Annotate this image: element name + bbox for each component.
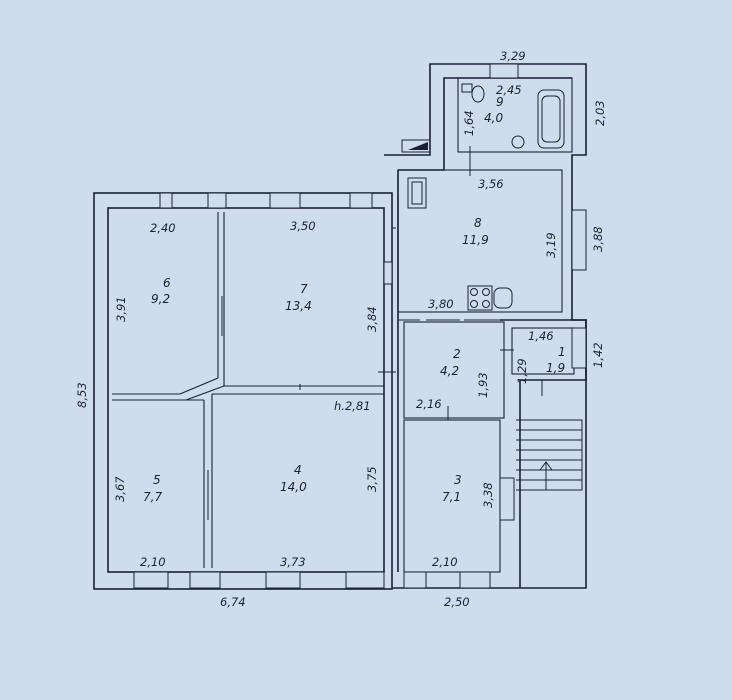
dim-2-10-right: 2,10 <box>432 555 458 569</box>
dim-2-10-left: 2,10 <box>140 555 166 569</box>
partition-diagonal <box>179 377 225 401</box>
room-9-area: 4,0 <box>484 111 503 125</box>
fixtures <box>207 83 583 520</box>
window <box>571 209 587 271</box>
room-1-area: 1,9 <box>546 361 565 375</box>
window <box>383 261 393 285</box>
door-marks <box>207 146 543 520</box>
inner-wall-main <box>107 207 385 573</box>
dim-2-50: 2,50 <box>444 595 470 609</box>
bathtub-inner <box>541 95 561 143</box>
room-3-area: 7,1 <box>442 490 461 504</box>
window <box>571 327 587 369</box>
dim-2-45: 2,45 <box>496 83 522 97</box>
dim-6-74: 6,74 <box>220 595 246 609</box>
bathtub <box>537 89 565 149</box>
dim-2-16: 2,16 <box>416 397 442 411</box>
dim-3-67: 3,67 <box>113 476 127 502</box>
window <box>349 192 373 209</box>
toilet-bowl <box>471 85 485 103</box>
room-3-number: 3 <box>454 473 462 487</box>
dim-2-03: 2,03 <box>593 100 607 126</box>
room-5-number: 5 <box>153 473 161 487</box>
room-8-area: 11,9 <box>462 233 489 247</box>
window <box>207 192 227 209</box>
room-8-number: 8 <box>474 216 482 230</box>
room-7-area: 13,4 <box>285 299 312 313</box>
dim-3-91: 3,91 <box>114 296 128 322</box>
room-2-walls <box>403 321 505 419</box>
dim-3-84: 3,84 <box>365 306 379 332</box>
dim-3-56: 3,56 <box>478 177 504 191</box>
room-6-area: 9,2 <box>151 292 170 306</box>
room-4-number: 4 <box>294 463 302 477</box>
room-labels: 6 9,2 7 13,4 5 7,7 4 14,0 3 7,1 2 4,2 1 … <box>143 95 566 504</box>
window <box>489 63 519 79</box>
burner <box>482 300 490 308</box>
dim-3-29: 3,29 <box>500 49 526 63</box>
room-5-area: 7,7 <box>143 490 162 504</box>
porch-wall <box>500 319 587 588</box>
window <box>265 571 301 589</box>
room-9-number: 9 <box>496 95 504 109</box>
dim-3-19: 3,19 <box>544 232 558 258</box>
window <box>459 571 491 589</box>
bathroom-sink <box>511 135 525 149</box>
window <box>189 571 221 589</box>
dim-1-29: 1,29 <box>515 358 529 384</box>
ceiling-height: h.2,81 <box>334 399 371 413</box>
dim-1-93: 1,93 <box>476 372 490 398</box>
room-2-area: 4,2 <box>440 364 459 378</box>
window <box>345 571 385 589</box>
window <box>133 571 169 589</box>
dim-3-80: 3,80 <box>428 297 454 311</box>
dim-3-50: 3,50 <box>290 219 316 233</box>
dim-3-73: 3,73 <box>280 555 306 569</box>
dim-3-75: 3,75 <box>365 466 379 492</box>
dim-8-53: 8,53 <box>75 382 89 408</box>
kitchen-sink <box>493 287 513 309</box>
room-8-walls <box>397 169 563 313</box>
dim-2-40: 2,40 <box>150 221 176 235</box>
chimney-mark <box>408 142 428 150</box>
burner <box>470 288 478 296</box>
window <box>499 477 515 521</box>
dim-3-38: 3,38 <box>481 482 495 508</box>
dim-1-42: 1,42 <box>591 342 605 368</box>
entrance-steps <box>516 419 583 491</box>
dim-1-46: 1,46 <box>528 329 554 343</box>
burner <box>470 300 478 308</box>
room-2-number: 2 <box>453 347 461 361</box>
dim-3-88: 3,88 <box>591 226 605 252</box>
cooktop <box>467 285 493 311</box>
entry-arrow <box>539 461 553 490</box>
room-7-number: 7 <box>300 282 308 296</box>
outer-wall-right <box>384 63 587 589</box>
room-1-number: 1 <box>558 345 566 359</box>
room-4-area: 14,0 <box>280 480 307 494</box>
stove-unit-inner <box>411 181 423 205</box>
burner <box>482 288 490 296</box>
windows <box>133 63 587 589</box>
window <box>403 571 427 589</box>
window <box>159 192 173 209</box>
dim-1-64: 1,64 <box>462 110 476 136</box>
toilet-tank <box>461 83 473 93</box>
dimension-labels: 3,29 2,45 2,03 1,64 3,56 3,88 3,19 2,40 … <box>75 49 607 609</box>
chimney <box>401 139 431 153</box>
window <box>269 192 301 209</box>
outer-wall-main <box>93 192 393 590</box>
room-6-number: 6 <box>163 276 171 290</box>
stove-unit <box>407 177 427 209</box>
